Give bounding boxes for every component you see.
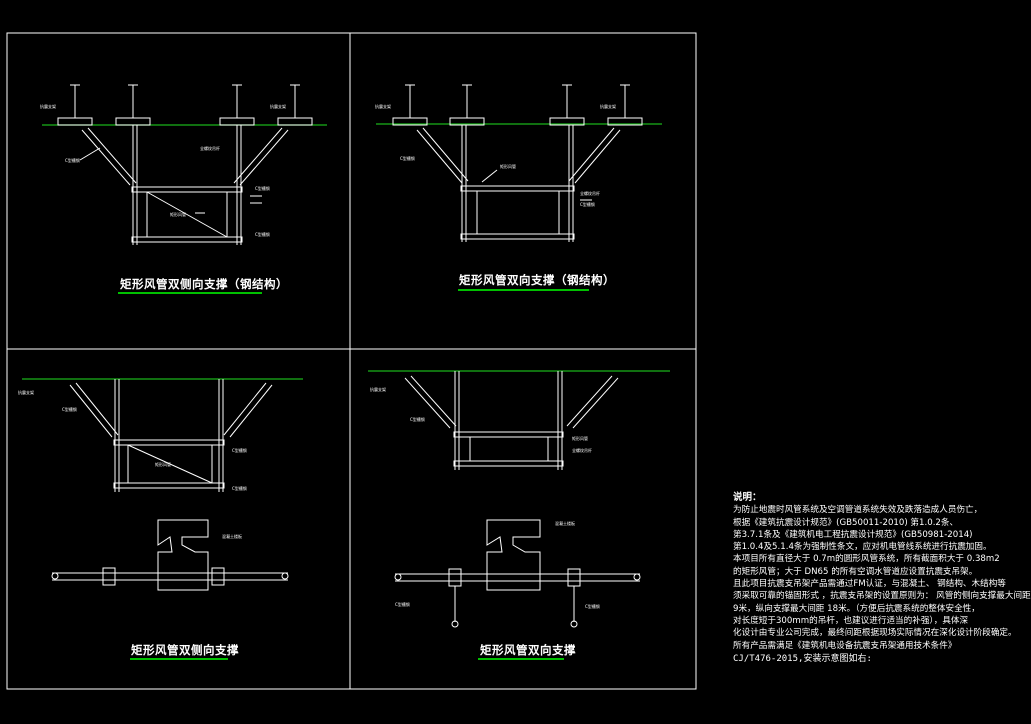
notes-line: 化设计由专业公司完成，最终间距根据现场实际情况在深化设计阶段确定。 <box>733 628 1017 639</box>
notes-title: 说明： <box>733 492 762 503</box>
notes-line: 的矩形风管；大于 DN65 的所有空调水管道应设置抗震支吊架。 <box>733 566 978 577</box>
svg-text:C型槽钢: C型槽钢 <box>410 416 425 422</box>
svg-text:矩形风管: 矩形风管 <box>155 461 171 467</box>
svg-text:C型槽钢: C型槽钢 <box>580 201 595 207</box>
svg-text:全螺纹吊杆: 全螺纹吊杆 <box>580 190 600 196</box>
svg-text:全螺纹吊杆: 全螺纹吊杆 <box>200 145 220 151</box>
panel-2-title-underline <box>458 289 589 291</box>
notes-line: 第1.0.4及5.1.4条为强制性条文，应对机电管线系统进行抗震加固。 <box>733 542 992 553</box>
cad-drawing-canvas: 抗震支架 抗震支架 C型槽钢 全螺纹吊杆 矩形风管 C型槽钢 C型槽钢 抗震支架… <box>6 32 697 690</box>
svg-text:C型槽钢: C型槽钢 <box>585 603 600 609</box>
notes-line: 对长度短于300mm的吊杆，也建议进行适当的补强），具体深 <box>733 615 969 626</box>
panel-1-title: 矩形风管双侧向支撑（钢结构） <box>120 277 288 291</box>
notes-footer: CJ/T476-2015,安装示意图如右: <box>733 653 872 664</box>
svg-text:C型槽钢: C型槽钢 <box>255 231 270 237</box>
svg-text:抗震支架: 抗震支架 <box>18 389 34 395</box>
svg-text:抗震支架: 抗震支架 <box>270 103 286 109</box>
drawing-frame <box>6 32 697 690</box>
panel-4-drawing: 抗震支架 C型槽钢 矩形风管 全螺纹吊杆 混凝土楼板 C型槽钢 C型槽钢 <box>368 370 670 628</box>
svg-text:C型槽钢: C型槽钢 <box>395 601 410 607</box>
notes-line: 第3.7.1条及《建筑机电工程抗震设计规范》(GB50981-2014) <box>733 529 973 540</box>
svg-text:C型槽钢: C型槽钢 <box>255 185 270 191</box>
panel-2-drawing: 抗震支架 抗震支架 C型槽钢 矩形风管 全螺纹吊杆 C型槽钢 <box>375 84 662 242</box>
svg-text:矩形风管: 矩形风管 <box>170 211 186 217</box>
design-notes: 说明： 为防止地震时风管系统及空调管道系统失效及跌落造成人员伤亡， 根据《建筑抗… <box>733 492 1031 665</box>
panel-4-title-underline <box>478 658 564 660</box>
notes-line: 9米，纵向支撑最大间距 18米。（方便后抗震系统的整体安全性， <box>733 603 980 614</box>
svg-text:C型槽钢: C型槽钢 <box>62 406 77 412</box>
svg-text:混凝土楼板: 混凝土楼板 <box>555 520 575 526</box>
svg-text:混凝土楼板: 混凝土楼板 <box>222 533 242 539</box>
panel-3-drawing: 抗震支架 C型槽钢 矩形风管 C型槽钢 C型槽钢 混凝土楼板 <box>18 378 303 591</box>
svg-text:抗震支架: 抗震支架 <box>370 386 386 392</box>
notes-line: 本项目所有直径大于 0.7m的圆形风管系统，所有截面积大于 0.38m2 <box>733 554 1000 565</box>
notes-line: 且此项目抗震支吊架产品需通过FM认证，与混凝土、 钢结构、木结构等 <box>733 579 1006 590</box>
notes-line: 根据《建筑抗震设计规范》(GB50011-2010) 第1.0.2条、 <box>733 517 959 528</box>
panel-3-title: 矩形风管双侧向支撑 <box>131 643 239 657</box>
svg-text:C型槽钢: C型槽钢 <box>400 155 415 161</box>
svg-text:矩形风管: 矩形风管 <box>500 163 516 169</box>
svg-text:抗震支架: 抗震支架 <box>375 103 391 109</box>
svg-text:全螺纹吊杆: 全螺纹吊杆 <box>572 447 592 453</box>
panel-4-title: 矩形风管双向支撑 <box>480 643 576 657</box>
svg-text:C型槽钢: C型槽钢 <box>232 485 247 491</box>
svg-text:抗震支架: 抗震支架 <box>40 103 56 109</box>
svg-text:矩形风管: 矩形风管 <box>572 435 588 441</box>
panel-1-title-underline <box>118 292 262 294</box>
svg-text:C型槽钢: C型槽钢 <box>232 447 247 453</box>
svg-text:C型槽钢: C型槽钢 <box>65 157 80 163</box>
panel-1-drawing: 抗震支架 抗震支架 C型槽钢 全螺纹吊杆 矩形风管 C型槽钢 C型槽钢 <box>40 84 327 245</box>
notes-line: 为防止地震时风管系统及空调管道系统失效及跌落造成人员伤亡， <box>733 505 983 516</box>
svg-text:抗震支架: 抗震支架 <box>600 103 616 109</box>
panel-3-title-underline <box>130 658 228 660</box>
notes-line: 须采取可靠的锚固形式 ，抗震支吊架的设置原则为： 风管的侧向支撑最大间距 <box>733 591 1031 602</box>
notes-line: 所有产品需满足《建筑机电设备抗震支吊架通用技术条件》 <box>733 640 957 651</box>
panel-2-title: 矩形风管双向支撑（钢结构） <box>459 273 615 287</box>
